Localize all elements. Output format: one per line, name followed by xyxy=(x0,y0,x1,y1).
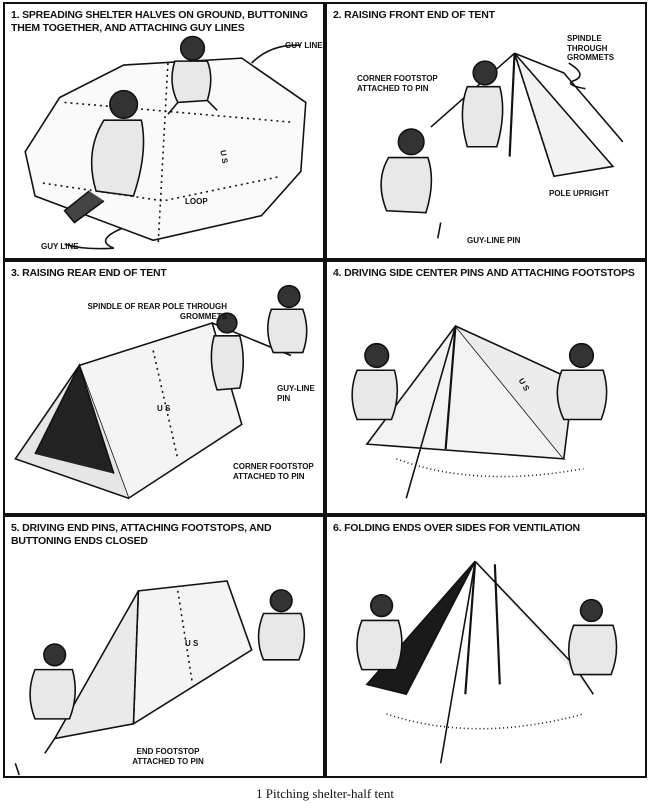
panel-2-title: 2. Raising front end of tent xyxy=(333,9,495,21)
panel-6-illustration xyxy=(356,560,618,764)
panel-4: 4. Driving side center pins and attachin… xyxy=(325,260,647,515)
panel-2: 2. Raising front end of tent Spindle thr… xyxy=(325,2,647,260)
panel-6: 6. Folding ends over sides for ventilati… xyxy=(325,515,647,778)
panel-5-title: 5. Driving end pins, attaching footstops… xyxy=(11,522,272,547)
label-us-marking-3: U S xyxy=(157,404,171,413)
label-pole-upright: Pole upright xyxy=(549,189,610,198)
panel-1-title: 1. Spreading shelter halves on ground, b… xyxy=(11,9,308,34)
panel-4-illustration xyxy=(351,324,608,499)
label-guy-line-pin: Guy-line pin xyxy=(467,236,521,245)
figure-caption: 1 Pitching shelter-half tent xyxy=(255,786,394,801)
panel-1-illustration xyxy=(24,35,307,250)
label-us-marking-5: U S xyxy=(185,639,199,648)
label-us-marking: U S xyxy=(218,149,230,165)
label-guy-line-bottom: Guy line xyxy=(41,242,79,251)
label-guy-line-top: Guy line xyxy=(285,41,323,50)
label-loop: Loop xyxy=(185,197,208,206)
panel-5: 5. Driving end pins, attaching footstops… xyxy=(3,515,325,778)
panel-3-illustration xyxy=(14,284,308,500)
panel-2-illustration xyxy=(380,52,624,239)
label-end-footstop: End footstop attached to pin xyxy=(132,747,204,766)
label-spindle-through-grommets: Spindle through grommets xyxy=(567,34,615,62)
panel-4-title: 4. Driving side center pins and attachin… xyxy=(333,267,635,279)
label-spindle-rear-pole: Spindle of rear pole through grommets xyxy=(87,302,227,321)
figure-frame: 1. Spreading shelter halves on ground, b… xyxy=(3,2,647,778)
label-corner-footstop: Corner footstop attached to pin xyxy=(357,74,438,93)
panel-5-illustration xyxy=(14,580,306,776)
panel-3: 3. Raising rear end of tent Spindle of r… xyxy=(3,260,325,515)
panel-3-title: 3. Raising rear end of tent xyxy=(11,267,167,279)
label-corner-footstop-3: Corner footstop attached to pin xyxy=(233,462,314,481)
label-guy-line-pin-3: Guy-line pin xyxy=(277,384,315,403)
panel-6-title: 6. Folding ends over sides for ventilati… xyxy=(333,522,580,534)
panel-1: 1. Spreading shelter halves on ground, b… xyxy=(3,2,325,260)
